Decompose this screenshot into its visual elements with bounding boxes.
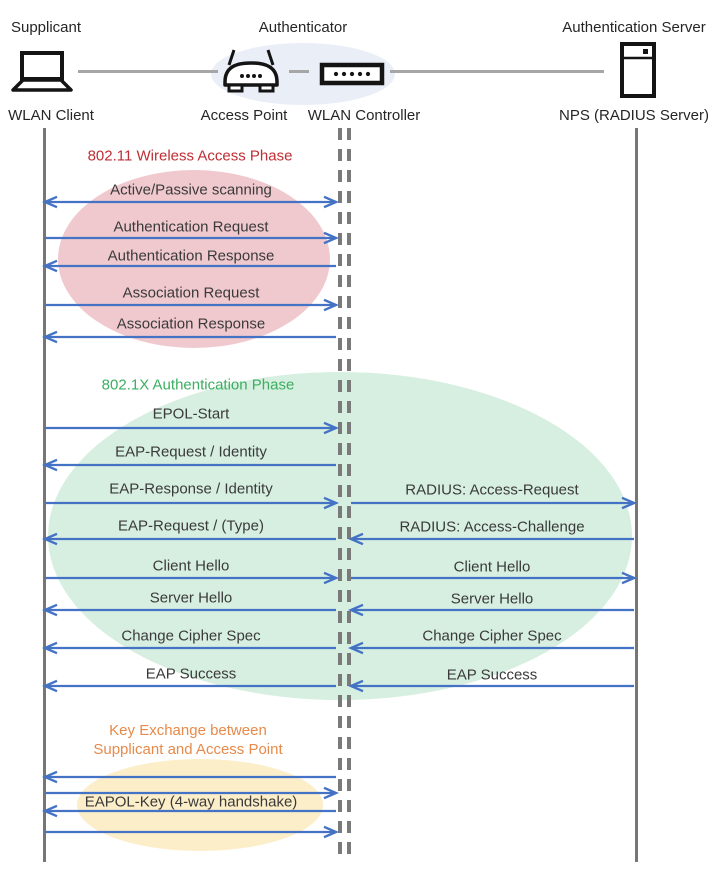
node-label-access-point: Access Point bbox=[200, 107, 288, 124]
message-label: EAPOL-Key (4-way handshake) bbox=[84, 793, 298, 811]
message-label: EAP-Request / (Type) bbox=[118, 517, 264, 535]
phase-8021x-authentication-title: 802.1X Authentication Phase bbox=[101, 376, 295, 394]
message-label: Client Hello bbox=[152, 557, 230, 575]
message-label: RADIUS: Access-Challenge bbox=[399, 518, 585, 536]
message-label: Server Hello bbox=[450, 590, 534, 608]
message-label: EAP-Response / Identity bbox=[109, 480, 273, 498]
message-label: EAP Success bbox=[145, 665, 237, 683]
node-label-nps: NPS (RADIUS Server) bbox=[558, 107, 710, 124]
connector-client-ap bbox=[78, 70, 218, 73]
message-label: Association Request bbox=[122, 284, 260, 302]
message-label: Active/Passive scanning bbox=[110, 181, 272, 199]
lifeline-wlan-controller-left-dash bbox=[338, 128, 342, 855]
connector-controller-nps bbox=[390, 70, 604, 73]
phase-80211-wireless-access-title: 802.11 Wireless Access Phase bbox=[87, 147, 293, 165]
lifeline-wlan-controller-right-dash bbox=[347, 128, 351, 855]
phase-key-exchange-title: Key Exchange between Supplicant and Acce… bbox=[93, 722, 283, 758]
message-label: Change Cipher Spec bbox=[422, 627, 562, 645]
message-label: Server Hello bbox=[149, 589, 233, 607]
lifeline-nps bbox=[635, 128, 638, 862]
role-authentication-server: Authentication Server bbox=[562, 19, 706, 36]
role-authenticator: Authenticator bbox=[258, 19, 348, 36]
message-label: RADIUS: Access-Request bbox=[405, 481, 579, 499]
phase-key-exchange-ellipse bbox=[77, 759, 323, 851]
message-label: Client Hello bbox=[453, 558, 531, 576]
message-label: EPOL-Start bbox=[152, 405, 230, 423]
message-label: Authentication Request bbox=[113, 218, 269, 236]
laptop-icon bbox=[10, 50, 74, 99]
message-label: Association Response bbox=[116, 315, 266, 333]
node-label-wlan-controller: WLAN Controller bbox=[307, 107, 421, 124]
server-icon bbox=[619, 41, 657, 104]
wlan-controller-icon bbox=[319, 62, 385, 91]
message-label: EAP-Request / Identity bbox=[115, 443, 267, 461]
connector-ap-controller bbox=[289, 70, 309, 73]
access-point-icon bbox=[220, 48, 282, 99]
message-label: EAP Success bbox=[446, 666, 538, 684]
message-label: Authentication Response bbox=[107, 247, 275, 265]
message-label: Change Cipher Spec bbox=[121, 627, 261, 645]
node-label-wlan-client: WLAN Client bbox=[8, 107, 94, 124]
lifeline-wlan-client bbox=[43, 128, 46, 862]
phase-80211-wireless-access-ellipse bbox=[58, 170, 330, 348]
role-supplicant: Supplicant bbox=[10, 19, 82, 36]
